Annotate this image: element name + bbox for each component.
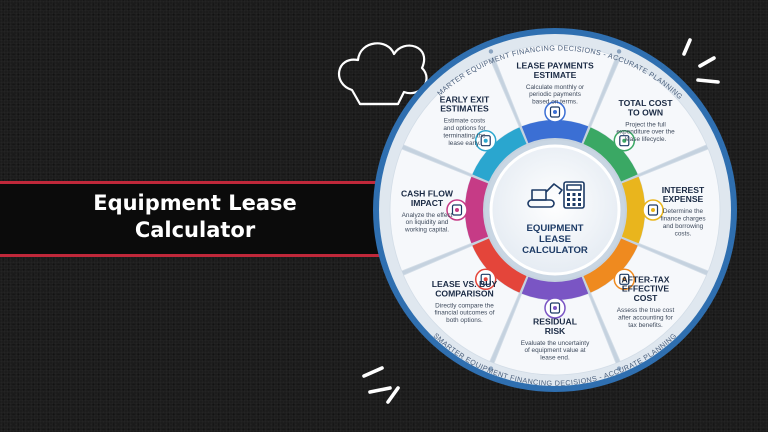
segment-description: working capital. — [404, 227, 449, 234]
segment-color-band — [521, 276, 589, 300]
ring-arrow-dot — [616, 49, 622, 54]
segment-description: Assess the true cost — [617, 307, 675, 314]
segment-description: and options for — [443, 125, 486, 132]
segment-description: terminating the — [443, 132, 486, 139]
segment-description: both options. — [446, 317, 483, 324]
segment-description: lease early. — [448, 140, 480, 147]
banner-title: Equipment Lease Calculator — [60, 190, 330, 244]
segment-color-band — [621, 176, 645, 244]
title-banner — [0, 181, 440, 257]
segment-description: periodic payments — [529, 91, 581, 98]
segment-description: after accounting for — [618, 314, 674, 321]
cash-flow-chart-icon — [446, 199, 468, 221]
ring-arrow-dot — [488, 366, 494, 371]
segment-title: COST — [634, 293, 659, 303]
segment-description: Directly compare the — [435, 302, 494, 309]
segment-description: Calculate monthly or — [526, 84, 585, 91]
segment-description: tax benefits. — [628, 322, 663, 329]
segment-description: expenditure over the — [616, 129, 675, 136]
segment-title: RISK — [545, 326, 566, 336]
hub-line2: LEASE — [539, 234, 572, 245]
segment-title: RESIDUAL — [533, 317, 577, 327]
segment-color-band — [472, 238, 527, 293]
banner-title-line1: Equipment Lease — [93, 191, 297, 215]
hub — [489, 144, 621, 276]
segment-description: lease lifecycle. — [625, 136, 667, 143]
exit-door-icon — [474, 129, 497, 152]
chef-hat-doodle — [337, 42, 428, 106]
ring-arrow-dot — [616, 366, 622, 371]
ring-arrow-dot — [488, 49, 494, 54]
segment-description: Project the full — [625, 121, 666, 128]
segment-description: finance charges — [660, 216, 705, 223]
segment-title: TOTAL COST — [619, 98, 674, 108]
segment-description: lease end. — [540, 355, 570, 362]
hub-line3: CALCULATOR — [522, 245, 588, 256]
banner-title-line2: Calculator — [134, 218, 256, 242]
segment-description: Evaluate the uncertainty — [521, 340, 590, 347]
segment-title: LEASE VS. BUY — [432, 279, 498, 289]
money-hand-icon — [544, 101, 566, 123]
segment-title: INTEREST — [662, 185, 705, 195]
segment-color-band — [583, 127, 638, 182]
segment-color-band — [583, 238, 638, 293]
segment-title: EARLY EXIT — [440, 94, 490, 104]
segment-color-band — [472, 127, 527, 182]
coins-icon — [642, 199, 664, 221]
segment-description: of equipment value at — [524, 347, 585, 354]
segment-title: LEASE PAYMENTS — [516, 61, 594, 71]
sparkle-doodle-bottom-left — [362, 366, 400, 404]
money-bag-icon — [613, 129, 636, 152]
hub-line1: EQUIPMENT — [526, 223, 583, 234]
segment-title: ESTIMATES — [440, 104, 489, 114]
box-clock-icon — [544, 297, 566, 319]
segment-color-band — [521, 119, 589, 144]
segment-description: costs. — [675, 230, 692, 237]
segment-title: AFTER-TAX — [621, 274, 669, 284]
sparkle-doodle-top-right — [682, 38, 720, 84]
segment-title: EXPENSE — [663, 194, 704, 204]
segment-title: ESTIMATE — [534, 70, 577, 80]
tax-document-icon — [613, 268, 636, 291]
segment-description: Determine the — [663, 208, 704, 215]
segment-title: CASH FLOW — [401, 189, 454, 199]
segment-description: based on terms. — [532, 99, 578, 106]
segment-title: EFFECTIVE — [622, 284, 670, 294]
segment-color-band — [465, 176, 489, 244]
segment-title: COMPARISON — [435, 288, 494, 298]
segment-title: TO OWN — [628, 107, 663, 117]
segment-description: and borrowing — [663, 223, 704, 230]
segment-description: Analyze the effect — [402, 212, 453, 219]
excavator-calculator-icon — [527, 181, 585, 209]
segment-description: on liquidity and — [406, 219, 449, 226]
segment-title: IMPACT — [411, 198, 444, 208]
segment-description: Estimate costs — [444, 118, 486, 125]
segment-description: financial outcomes of — [434, 310, 494, 317]
compare-documents-icon — [474, 268, 497, 291]
